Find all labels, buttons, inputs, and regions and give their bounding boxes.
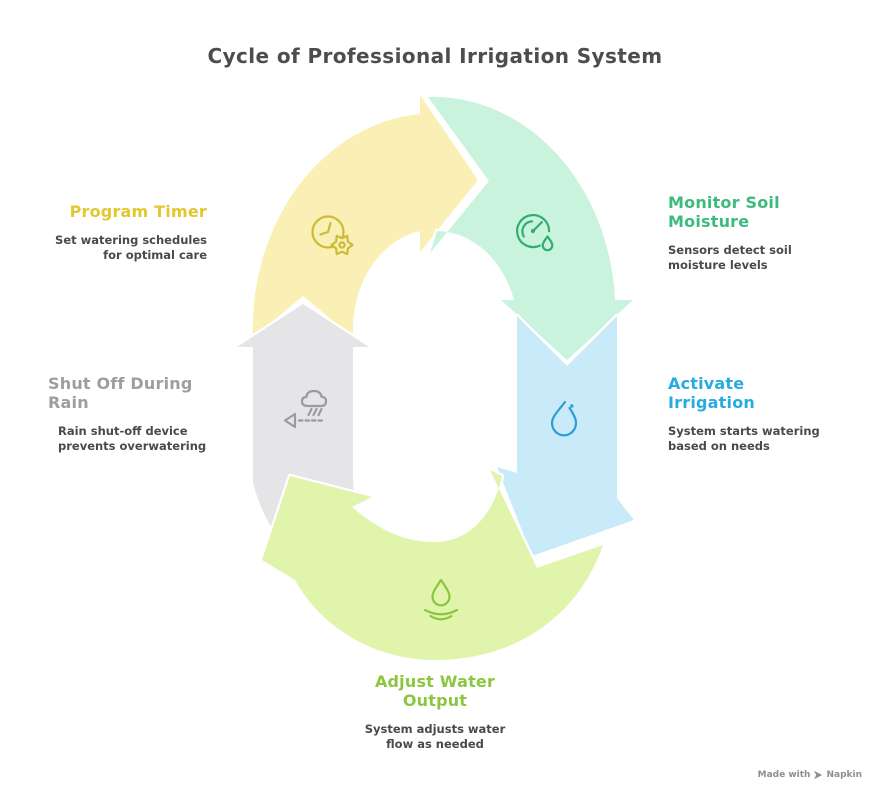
rain-shutoff-icon — [283, 389, 328, 429]
clock-gear-icon — [311, 215, 354, 256]
watermark-brand: Napkin — [826, 770, 862, 780]
step-description: Rain shut-off device prevents overwateri… — [58, 424, 207, 453]
step-heading: Adjust Water Output — [374, 672, 496, 710]
step-heading: Activate Irrigation — [668, 374, 755, 412]
page-title: Cycle of Professional Irrigation System — [207, 44, 663, 68]
step-label-program-timer: Program Timer Set watering schedules for… — [55, 202, 207, 263]
step-description: Set watering schedules for optimal care — [55, 233, 207, 262]
step-description: Sensors detect soil moisture levels — [668, 243, 792, 272]
step-label-shut-off-during-rain: Shut Off During Rain Rain shut-off devic… — [48, 374, 206, 454]
step-heading: Program Timer — [69, 202, 207, 221]
step-label-activate-irrigation: Activate Irrigation System starts wateri… — [668, 374, 820, 454]
moisture-gauge-icon — [516, 214, 554, 252]
arrow-segment-monitor-soil-moisture — [425, 94, 636, 363]
napkin-watermark[interactable]: Made with Napkin — [758, 770, 862, 780]
step-label-monitor-soil-moisture: Monitor Soil Moisture Sensors detect soi… — [668, 193, 792, 273]
step-description: System starts watering based on needs — [668, 424, 820, 453]
napkin-logo-icon — [814, 770, 823, 780]
arrow-segment-program-timer — [250, 92, 481, 341]
watermark-text: Made with — [757, 770, 811, 780]
arrow-segment-adjust-water-output — [259, 467, 606, 663]
step-label-adjust-water-output: Adjust Water Output System adjusts water… — [0, 672, 870, 752]
droplet-ripples-icon — [423, 578, 459, 621]
step-heading: Shut Off During Rain — [48, 374, 193, 412]
step-description: System adjusts water flow as needed — [364, 722, 506, 751]
step-heading: Monitor Soil Moisture — [668, 193, 780, 231]
water-droplet-icon — [550, 400, 578, 437]
